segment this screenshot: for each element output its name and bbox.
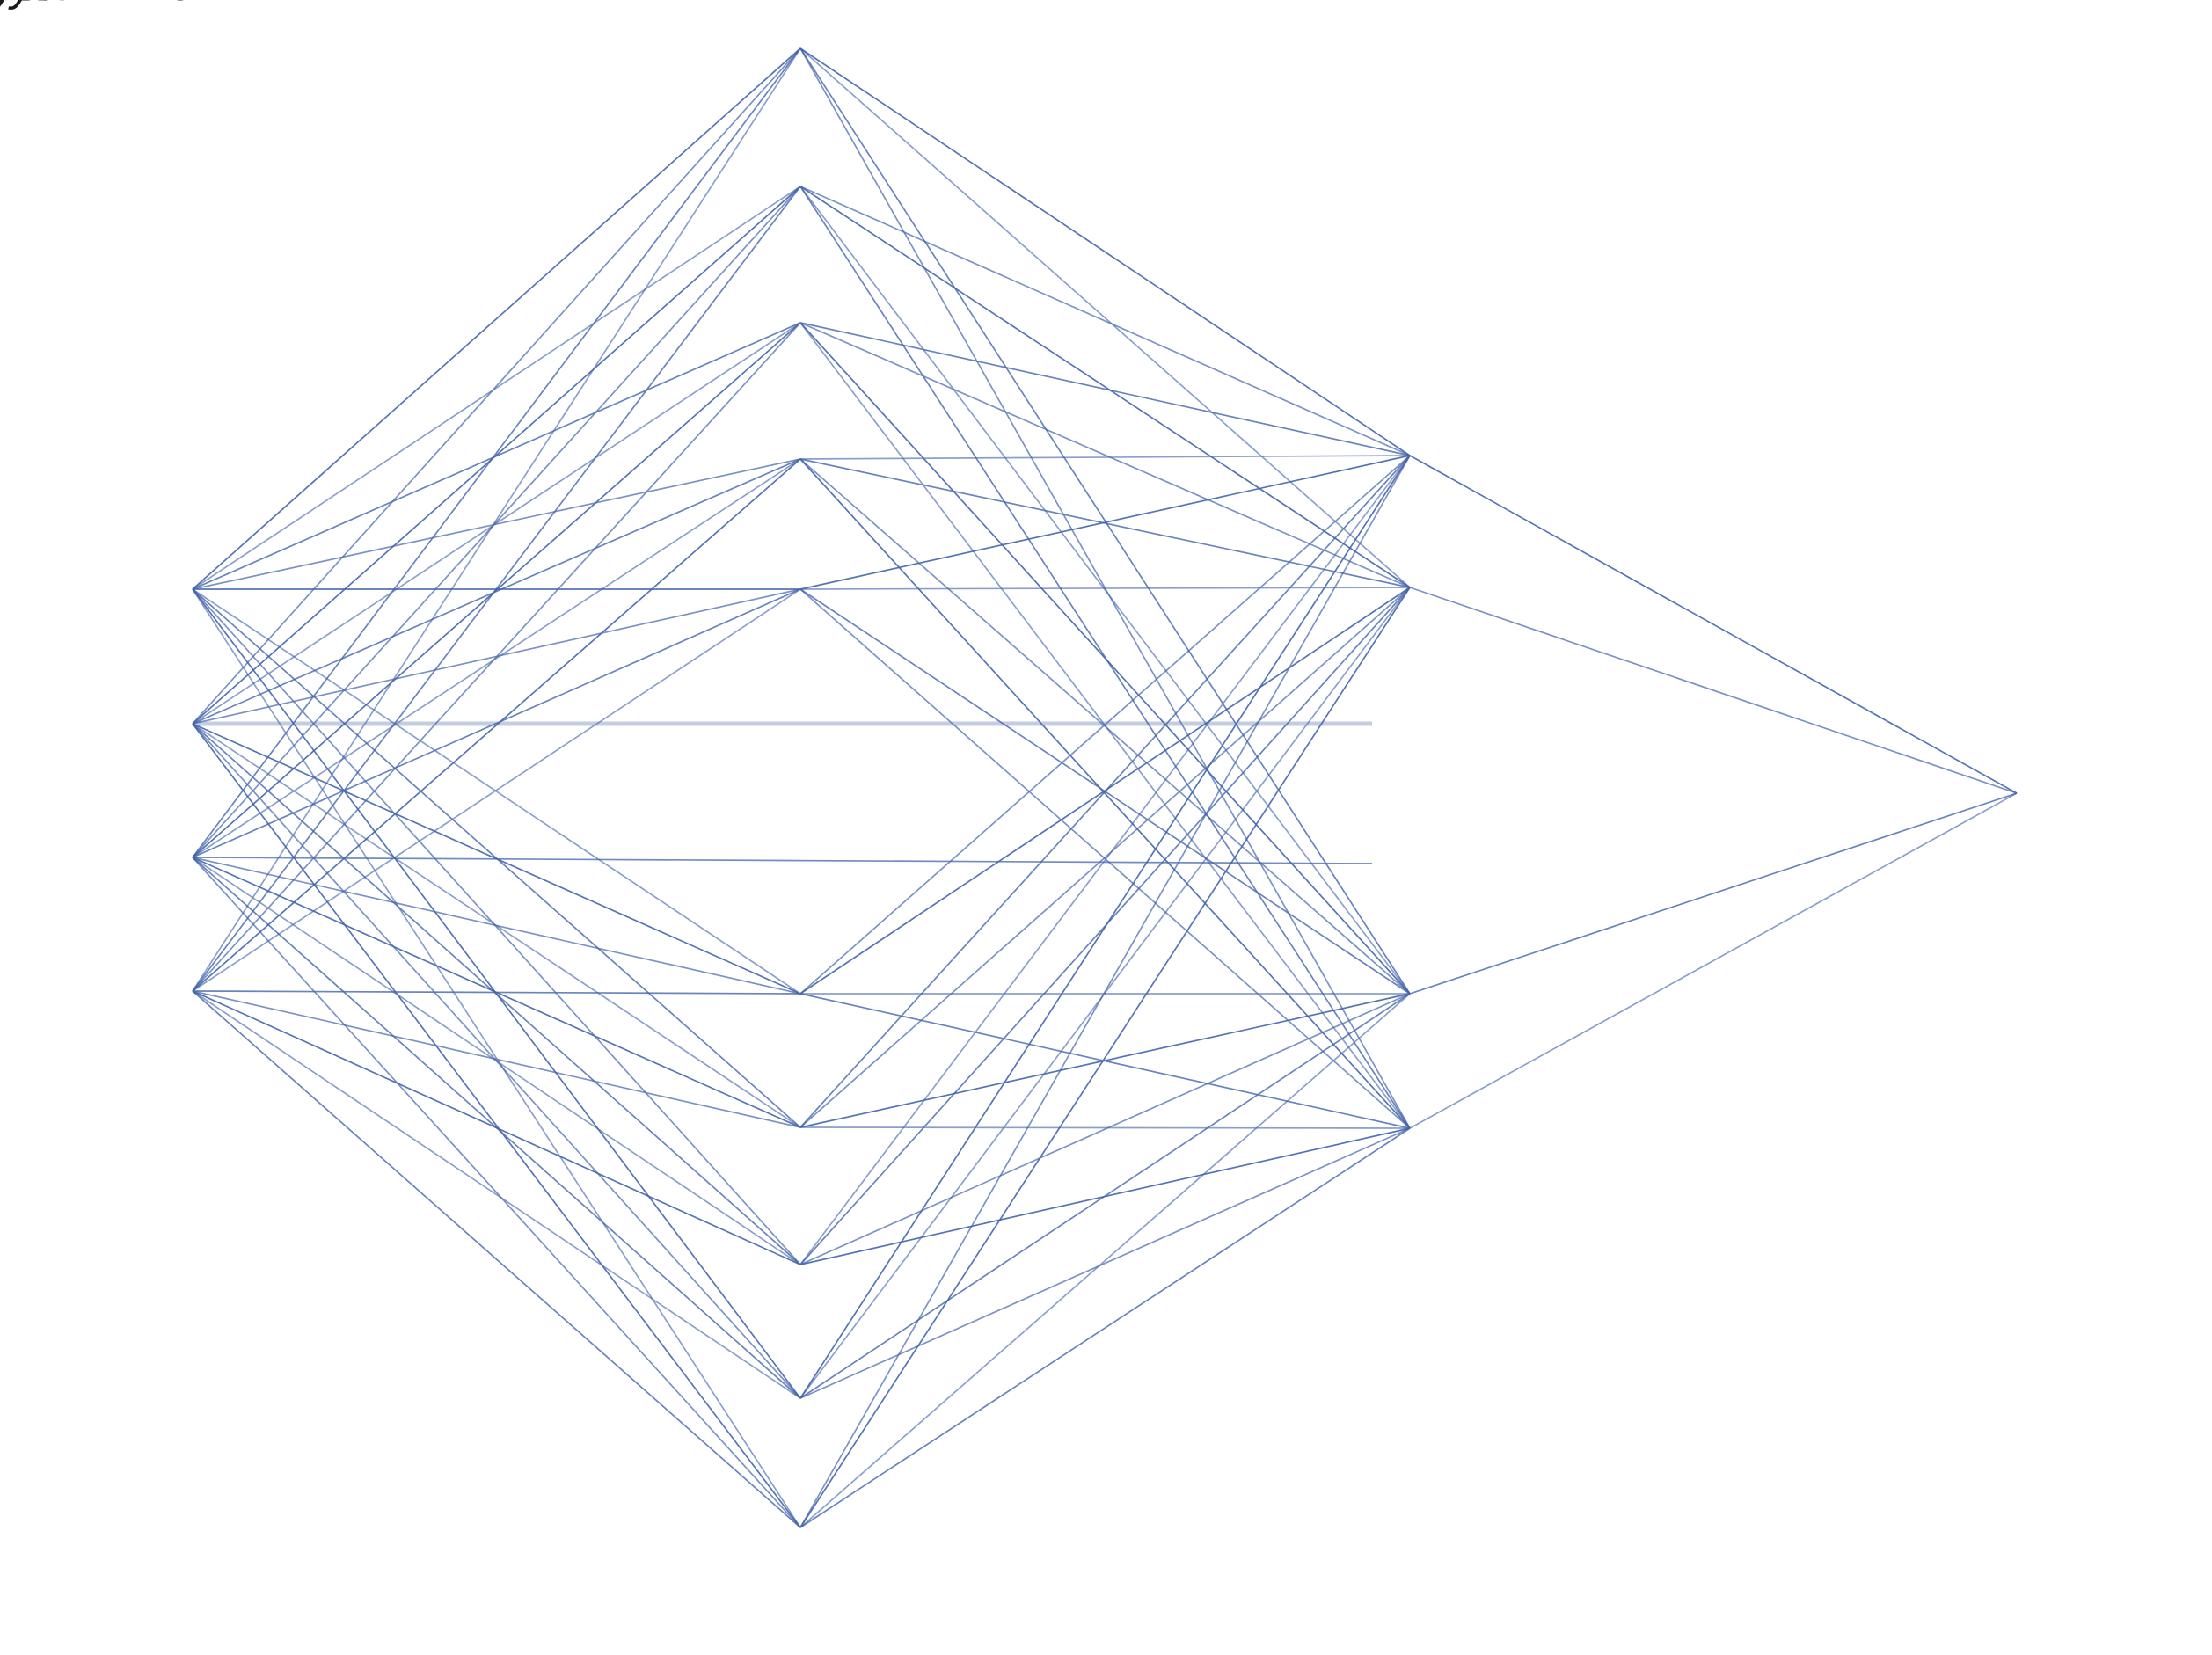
edge-line — [192, 458, 801, 858]
layer-label-input: Input Layer n = 4 — [0, 0, 172, 11]
edge-line — [799, 993, 1411, 1528]
edge-line — [1409, 792, 2018, 1129]
edge-line — [799, 1127, 1411, 1528]
edge-line — [1409, 455, 2018, 794]
edge-line — [192, 186, 801, 992]
edge-line — [192, 857, 801, 1528]
edge-line — [192, 857, 801, 1265]
edge-line — [192, 588, 801, 858]
edge-line — [799, 458, 1411, 995]
edge-line — [192, 47, 801, 992]
edge-line — [192, 990, 801, 1128]
edge-line — [192, 47, 801, 590]
edge-line — [799, 455, 1411, 590]
edge-line — [192, 322, 801, 725]
edge-line — [799, 458, 1411, 588]
edge-line — [192, 990, 801, 1265]
edge-line — [192, 857, 801, 995]
edge-line — [799, 458, 1411, 1129]
edge-line — [192, 322, 801, 992]
edge-line — [192, 857, 1373, 864]
edge-line — [192, 588, 801, 992]
edge-line — [192, 458, 801, 725]
edge-line — [192, 990, 801, 1528]
edge-line — [799, 186, 1411, 456]
edge-line — [192, 723, 801, 1265]
edge-line — [799, 993, 1411, 1128]
edge-line — [799, 322, 1411, 456]
edge-line — [192, 186, 801, 590]
edge-line — [799, 47, 1411, 456]
edge-line — [799, 993, 1411, 1399]
edge-line — [799, 1127, 1411, 1399]
edge-line — [192, 990, 801, 995]
edge-line — [1409, 587, 2018, 794]
edge-line — [799, 588, 1411, 1129]
layer-label-hidden2: Hidden Layer2 n = 32 — [0, 0, 219, 11]
edge-line — [192, 990, 801, 1399]
edge-line — [192, 723, 801, 1528]
edge-line — [192, 47, 801, 858]
edge-line — [192, 458, 801, 992]
layer-label-output: Output Layer n = 1 — [0, 0, 190, 11]
edge-line — [799, 455, 1411, 1528]
edge-line — [192, 588, 801, 1528]
edge-line — [192, 186, 801, 725]
layer-labels: Input Layer n = 4 Hidden Layer1 n = 64 H… — [0, 0, 219, 11]
edge-line — [799, 322, 1411, 995]
edge-line — [192, 186, 801, 858]
edge-line — [799, 1126, 1411, 1129]
edge-line — [799, 455, 1411, 1399]
edge-line — [799, 993, 1411, 1265]
edge-line — [799, 186, 1411, 588]
edge-line — [799, 455, 1411, 1265]
edge-line — [192, 322, 801, 858]
edge-line — [1409, 792, 2018, 995]
edge-line — [799, 587, 1411, 1128]
edge-line — [799, 322, 1411, 588]
edge-line — [799, 47, 1411, 588]
edge-line — [799, 455, 1411, 995]
edge-line — [799, 587, 1411, 1528]
edge-line — [799, 455, 1411, 1128]
edge-line — [799, 186, 1411, 995]
edge-line — [799, 47, 1411, 995]
layer-label-hidden1: Hidden Layer1 n = 64 — [0, 0, 219, 11]
edge-line — [192, 723, 801, 995]
edge-line — [799, 455, 1411, 460]
edge-line — [192, 588, 801, 1265]
edge-line — [799, 587, 1411, 590]
edge-lines — [192, 47, 2018, 1528]
edge-line — [192, 47, 801, 725]
